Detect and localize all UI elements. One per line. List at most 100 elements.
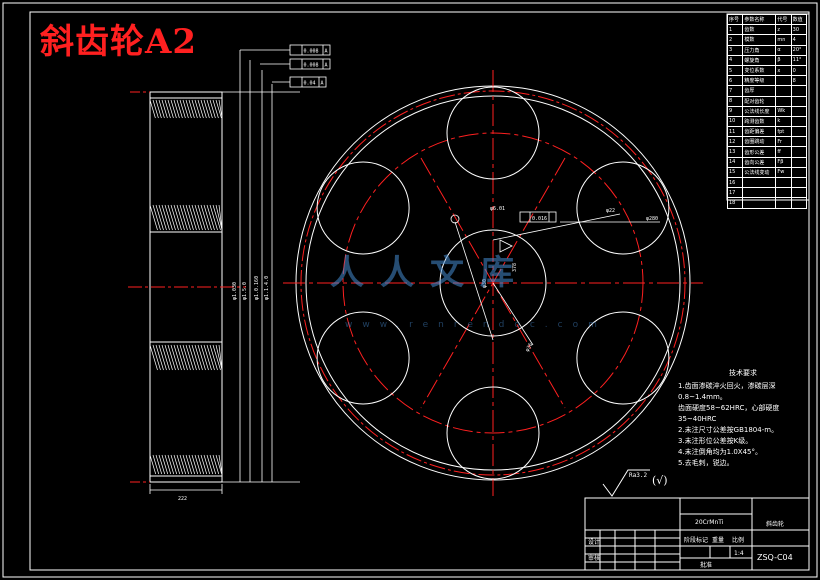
hatch-line [194,99,201,119]
param-cell: Fβ [775,156,792,168]
tol-frame-3-value: 0.04 [304,81,316,87]
hatch-line [161,204,170,231]
lightening-hole [446,86,540,180]
param-cell: β [775,54,792,66]
side-dimensions [149,49,300,494]
param-cell [790,156,808,168]
param-cell: Fr [775,136,792,148]
param-cell: 11 [726,126,744,138]
hatch-line [149,204,158,231]
hatch-line [182,454,190,475]
front-label-2: 0.016 [532,216,547,222]
front-label-3: φ22 [606,208,615,214]
hatch-line [185,344,194,371]
hatch-line [179,99,186,119]
lightening-hole [576,311,670,405]
hatch-line [164,454,172,475]
param-cell: 公法线长度 [742,105,777,117]
param-cell: 配对齿轮 [742,95,777,107]
hatch-line [179,204,188,231]
param-cell [775,187,792,199]
param-cell: 精度等级 [742,75,777,87]
hatch-line [218,454,223,475]
notes-line: 0.8~1.4mm。 [678,393,727,401]
side-dim-1: φ1.030 [232,282,238,300]
hatch-line [200,99,207,119]
param-cell: α [775,44,792,56]
hatch-line [194,204,203,231]
param-cell: 螺旋角 [742,54,777,66]
param-cell: 16 [726,176,744,189]
tb-checker-label: 审核 [588,554,600,562]
param-cell: 3 [726,44,744,56]
hatch-line [170,204,179,231]
hatch-line [197,99,204,119]
tb-material: 20CrMnTi [695,519,724,526]
hatch-line [194,454,202,475]
param-cell: 1 [726,24,744,36]
hatch-line [164,344,173,371]
hatch-line [215,204,223,231]
notes-line: 5.去毛刺，锐边。 [678,459,734,467]
hatch-line [212,204,221,231]
hatch-line [200,204,209,231]
param-cell: 15 [726,166,744,179]
param-cell [790,166,808,179]
param-cell [790,187,808,199]
param-cell: 齿距偏差 [742,126,777,138]
tooth-hatching [149,99,223,475]
hatch-line [203,99,210,119]
hatch-line [173,344,182,371]
hatch-line [215,99,222,119]
hatch-line [206,204,215,231]
hatch-line [161,99,168,119]
param-table-row: 16 [726,176,808,189]
param-cell: 5 [726,64,744,77]
param-cell: mn [775,34,792,46]
hatch-line [203,204,212,231]
hatch-line [164,204,173,231]
tb-scale-label: 比例 [732,536,744,544]
hatch-line [209,454,217,475]
hatch-line [212,344,221,371]
tb-stage-label: 阶段标记 [684,536,708,544]
hatch-line [164,99,171,119]
hatch-line [209,344,218,371]
side-view [128,91,246,483]
param-cell: 数值 [790,13,808,26]
roughness-symbol [602,469,650,497]
hatch-line [215,454,223,475]
hatch-line [203,454,211,475]
hatch-line [206,454,214,475]
hatch-line [167,204,176,231]
side-dim-4: φ1.1.4.0 [264,276,270,300]
param-cell: 齿形公差 [742,146,777,158]
hatch-line [161,454,169,475]
param-cell: 13 [726,146,744,158]
param-cell: 压力角 [742,44,777,56]
hatch-line [176,99,183,119]
hatch-line [176,204,185,231]
param-cell: 序号 [726,13,744,26]
tol-frame-2-value: 0.008 [304,63,319,69]
param-cell: z [775,24,792,36]
param-cell: 6 [726,75,744,87]
notes-line: 3.未注形位公差按K级。 [678,437,753,445]
param-cell [790,126,808,138]
param-cell: 9 [726,105,744,117]
lightening-hole [316,161,410,255]
hatch-line [149,344,158,371]
param-cell: 10 [726,115,744,128]
watermark: 人人文库 [330,253,530,293]
hatch-line [212,454,220,475]
lightening-hole [576,161,670,255]
